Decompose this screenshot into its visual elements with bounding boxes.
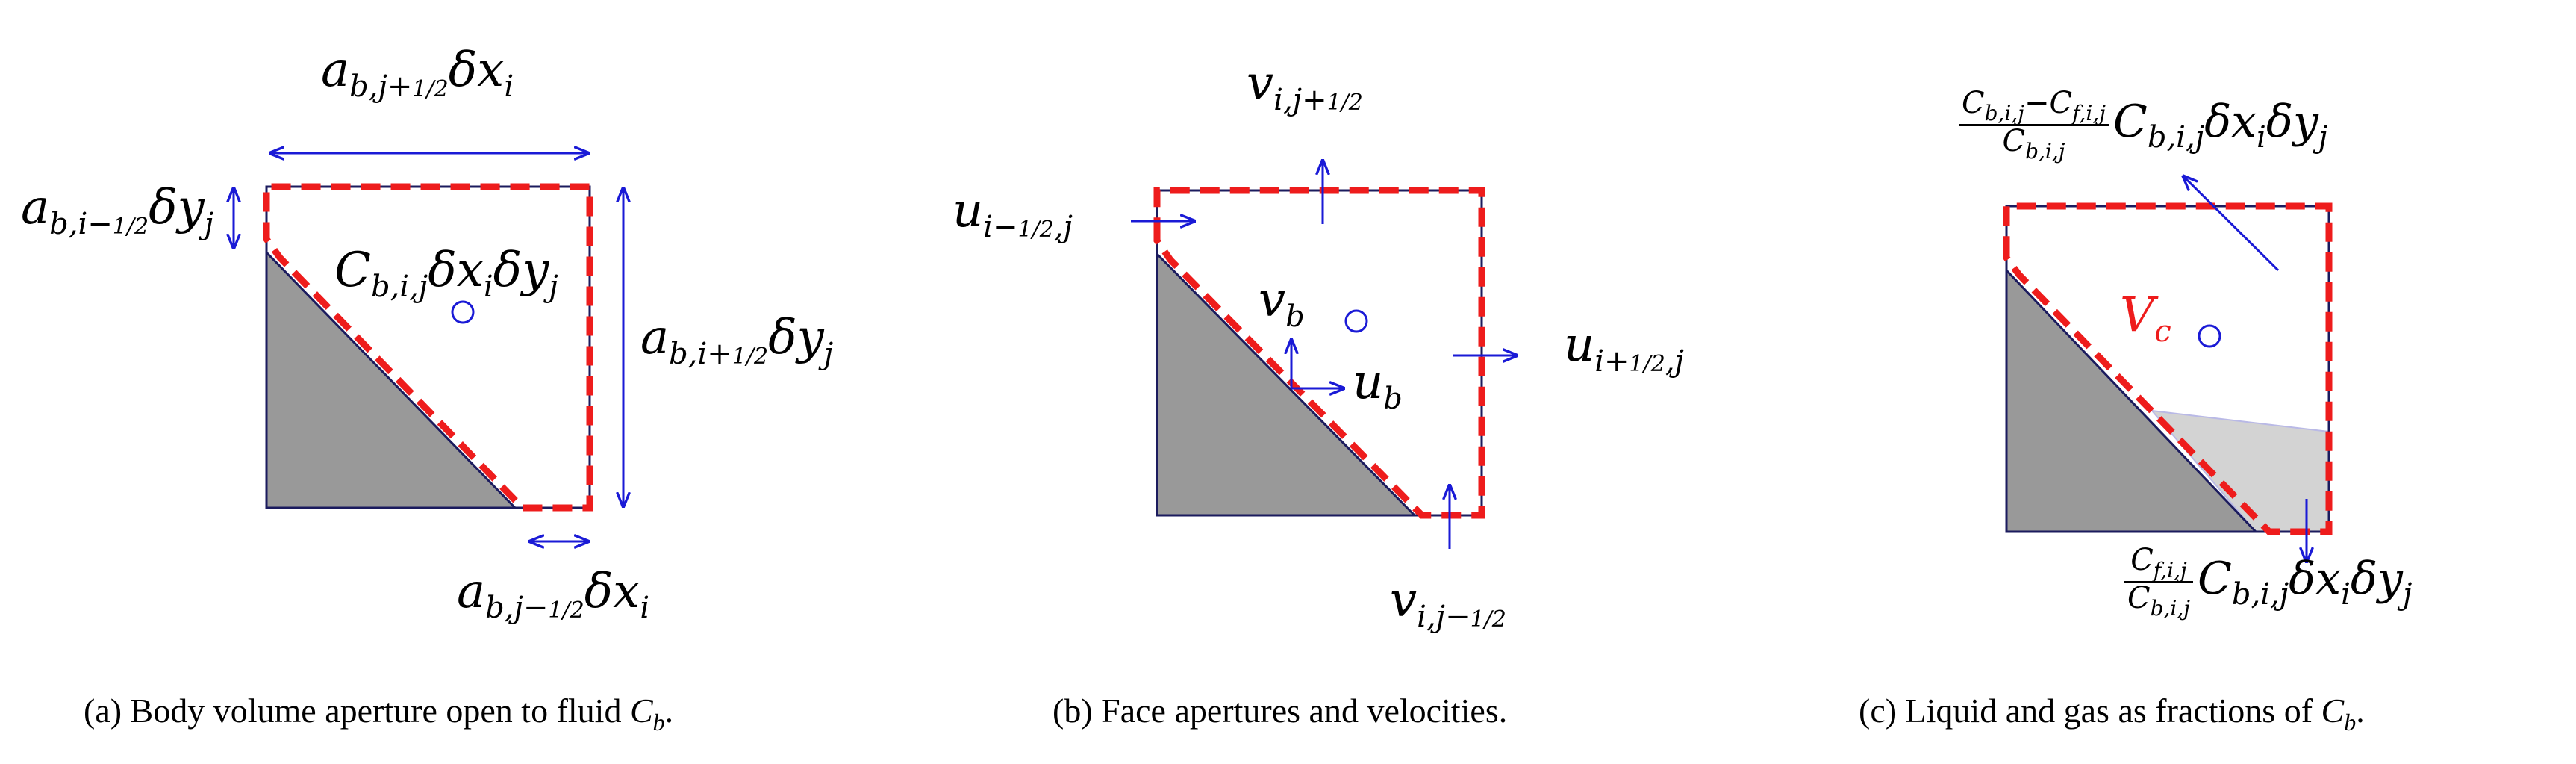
- panel-c: Cb,i,j−Cf,i,j Cb,i,j Cb,i,jδxiδyj Cf,i,j…: [1717, 0, 2576, 764]
- liquid-pointer-arrow: [2183, 176, 2280, 272]
- panel-a-caption: (a) Body volume aperture open to fluid C…: [84, 692, 674, 736]
- aperture-boundary: [2003, 202, 2333, 535]
- panel-c-caption: (c) Liquid and gas as fractions of Cb.: [1859, 692, 2365, 736]
- u-left-label: ui−1/2,j: [952, 183, 1073, 244]
- bottom-aperture-label: ab,j−1/2δxi: [457, 564, 650, 625]
- liquid-fraction-label: Cb,i,j−Cf,i,j Cb,i,j Cb,i,jδxiδyj: [1954, 88, 2327, 162]
- u-right-label: ui+1/2,j: [1564, 317, 1684, 379]
- right-aperture-label: ab,i+1/2δyj: [640, 310, 834, 371]
- cell-center-marker: [2198, 324, 2221, 348]
- panel-b-diagram: [1131, 0, 1717, 549]
- vc-label: Vc: [2120, 288, 2171, 349]
- panel-c-diagram: [2003, 0, 2333, 764]
- panel-b-caption: (b) Face apertures and velocities.: [1052, 692, 1508, 730]
- cell-center-marker: [451, 300, 475, 324]
- panel-a-diagram: [0, 0, 858, 764]
- cell-outline: [1156, 189, 1483, 517]
- ub-label: ub: [1353, 355, 1403, 416]
- panel-b: vi,j+1/2 ui−1/2,j ui+1/2,j vi,j−1/2 vb u…: [858, 0, 1717, 764]
- center-volume-label: Cb,i,jδxiδyj: [334, 243, 558, 304]
- top-aperture-label: ab,j+1/2δxi: [321, 43, 514, 104]
- v-bottom-label: vi,j−1/2: [1390, 573, 1506, 634]
- v-top-label: vi,j+1/2: [1247, 56, 1363, 117]
- panel-a: ab,j+1/2δxi ab,i−1/2δyj ab,i+1/2δyj ab,j…: [0, 0, 858, 764]
- left-aperture-label: ab,i−1/2δyj: [21, 180, 214, 241]
- gas-fraction-label: Cf,i,j Cb,i,j Cb,i,jδxiδyj: [2120, 545, 2412, 619]
- cell-center-marker: [1344, 309, 1368, 333]
- vb-label: vb: [1259, 273, 1305, 334]
- aperture-boundary: [1153, 187, 1485, 519]
- aperture-boundary: [263, 183, 593, 512]
